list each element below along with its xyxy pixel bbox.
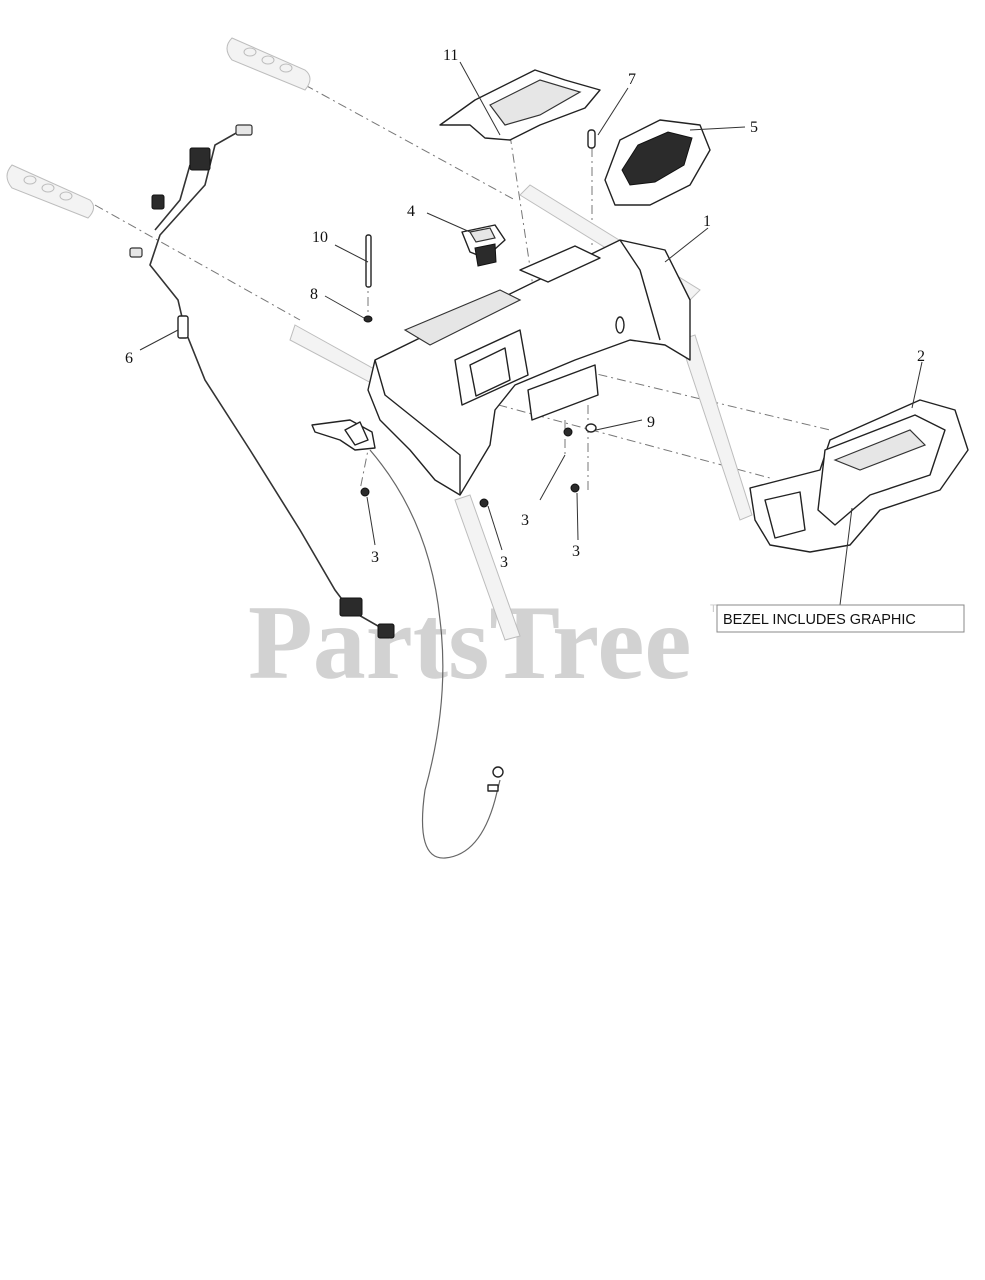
pin-part-7 — [587, 129, 596, 149]
screws-part-3 — [360, 427, 580, 508]
console-housing-part-1 — [367, 239, 691, 496]
top-cover-part-11 — [439, 69, 601, 141]
washer-part-8 — [363, 315, 373, 323]
bezel-part-2 — [749, 399, 969, 553]
callout-7: 7 — [628, 71, 636, 88]
callout-9: 9 — [647, 414, 655, 431]
bezel-note-text: BEZEL INCLUDES GRAPHIC — [723, 612, 916, 628]
fastener-part-9 — [585, 423, 597, 433]
right-hand-grip — [6, 164, 94, 219]
callout-10: 10 — [312, 229, 328, 246]
callout-8: 8 — [310, 286, 318, 303]
bezel-note: BEZEL INCLUDES GRAPHIC — [716, 604, 965, 633]
display-cover-part-5 — [604, 119, 711, 206]
leader-lines — [139, 61, 923, 606]
callout-11: 11 — [443, 47, 458, 64]
callout-6: 6 — [125, 350, 133, 367]
callout-3-a: 3 — [521, 512, 529, 529]
handlebar-tubes — [289, 184, 753, 641]
callout-5: 5 — [750, 119, 758, 136]
callout-4: 4 — [407, 203, 415, 220]
callout-1: 1 — [703, 213, 711, 230]
callout-labels: 11 7 5 4 1 10 8 6 2 9 3 3 3 3 — [125, 47, 925, 571]
watermark: PartsTree — [248, 584, 691, 701]
wire-harness-part-6 — [129, 124, 395, 639]
callout-3-d: 3 — [371, 549, 379, 566]
callout-3-c: 3 — [500, 554, 508, 571]
control-lever-cable — [311, 419, 504, 859]
callout-2: 2 — [917, 348, 925, 365]
switch-part-4 — [461, 224, 506, 267]
left-hand-grip — [226, 37, 311, 91]
callout-3-b: 3 — [572, 543, 580, 560]
